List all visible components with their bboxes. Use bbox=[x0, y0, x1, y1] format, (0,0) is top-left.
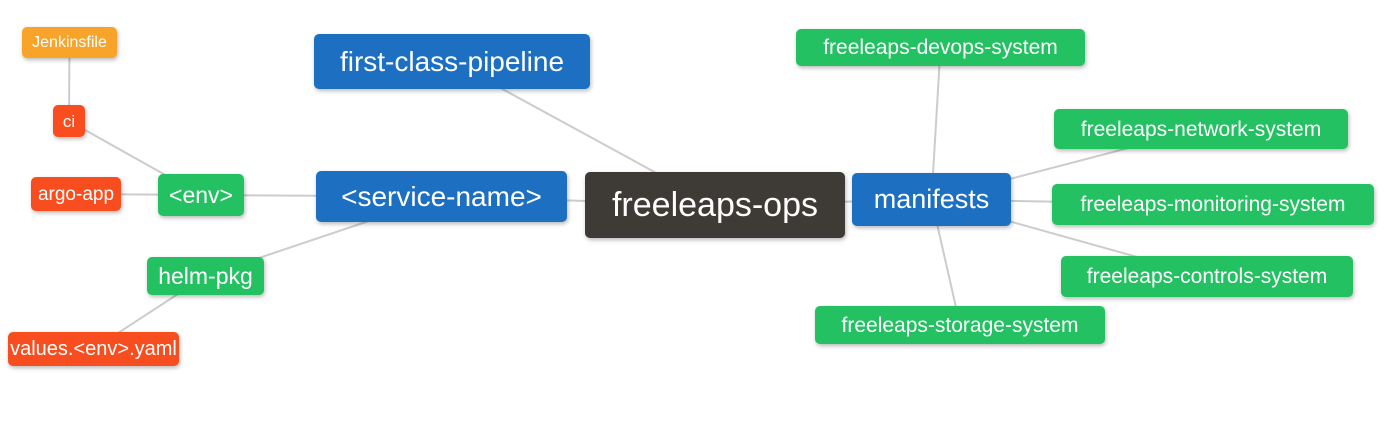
node-label: argo-app bbox=[37, 183, 115, 205]
node-ci[interactable]: ci bbox=[53, 105, 85, 137]
node-label: freeleaps-devops-system bbox=[823, 36, 1058, 59]
node-label: <service-name> bbox=[341, 180, 542, 212]
node-label: values.<env>.yaml bbox=[10, 338, 177, 360]
node-label: helm-pkg bbox=[158, 262, 253, 289]
node-storage-system[interactable]: freeleaps-storage-system bbox=[815, 306, 1105, 344]
node-label: manifests bbox=[873, 184, 990, 214]
node-monitoring-system[interactable]: freeleaps-monitoring-system bbox=[1052, 184, 1374, 225]
node-label: freeleaps-storage-system bbox=[841, 313, 1079, 337]
node-label: freeleaps-network-system bbox=[1080, 117, 1322, 141]
node-label: Jenkinsfile bbox=[32, 33, 107, 51]
node-env[interactable]: <env> bbox=[158, 174, 244, 216]
node-label: ci bbox=[62, 111, 76, 131]
node-service-name[interactable]: <service-name> bbox=[316, 171, 567, 222]
node-label: <env> bbox=[169, 181, 233, 208]
node-devops-system[interactable]: freeleaps-devops-system bbox=[796, 29, 1085, 66]
node-argo-app[interactable]: argo-app bbox=[31, 177, 121, 211]
node-freeleaps-ops[interactable]: freeleaps-ops bbox=[585, 172, 845, 238]
node-label: first-class-pipeline bbox=[339, 45, 565, 77]
node-helm-pkg[interactable]: helm-pkg bbox=[147, 257, 264, 295]
node-label: freeleaps-controls-system bbox=[1086, 265, 1328, 288]
node-manifests[interactable]: manifests bbox=[852, 173, 1011, 226]
node-values-env-yaml[interactable]: values.<env>.yaml bbox=[8, 332, 179, 366]
node-controls-system[interactable]: freeleaps-controls-system bbox=[1061, 256, 1353, 297]
node-network-system[interactable]: freeleaps-network-system bbox=[1054, 109, 1348, 149]
node-jenkinsfile[interactable]: Jenkinsfile bbox=[22, 27, 117, 58]
node-first-class-pipeline[interactable]: first-class-pipeline bbox=[314, 34, 590, 89]
node-label: freeleaps-monitoring-system bbox=[1080, 193, 1346, 216]
node-label: freeleaps-ops bbox=[611, 186, 818, 224]
